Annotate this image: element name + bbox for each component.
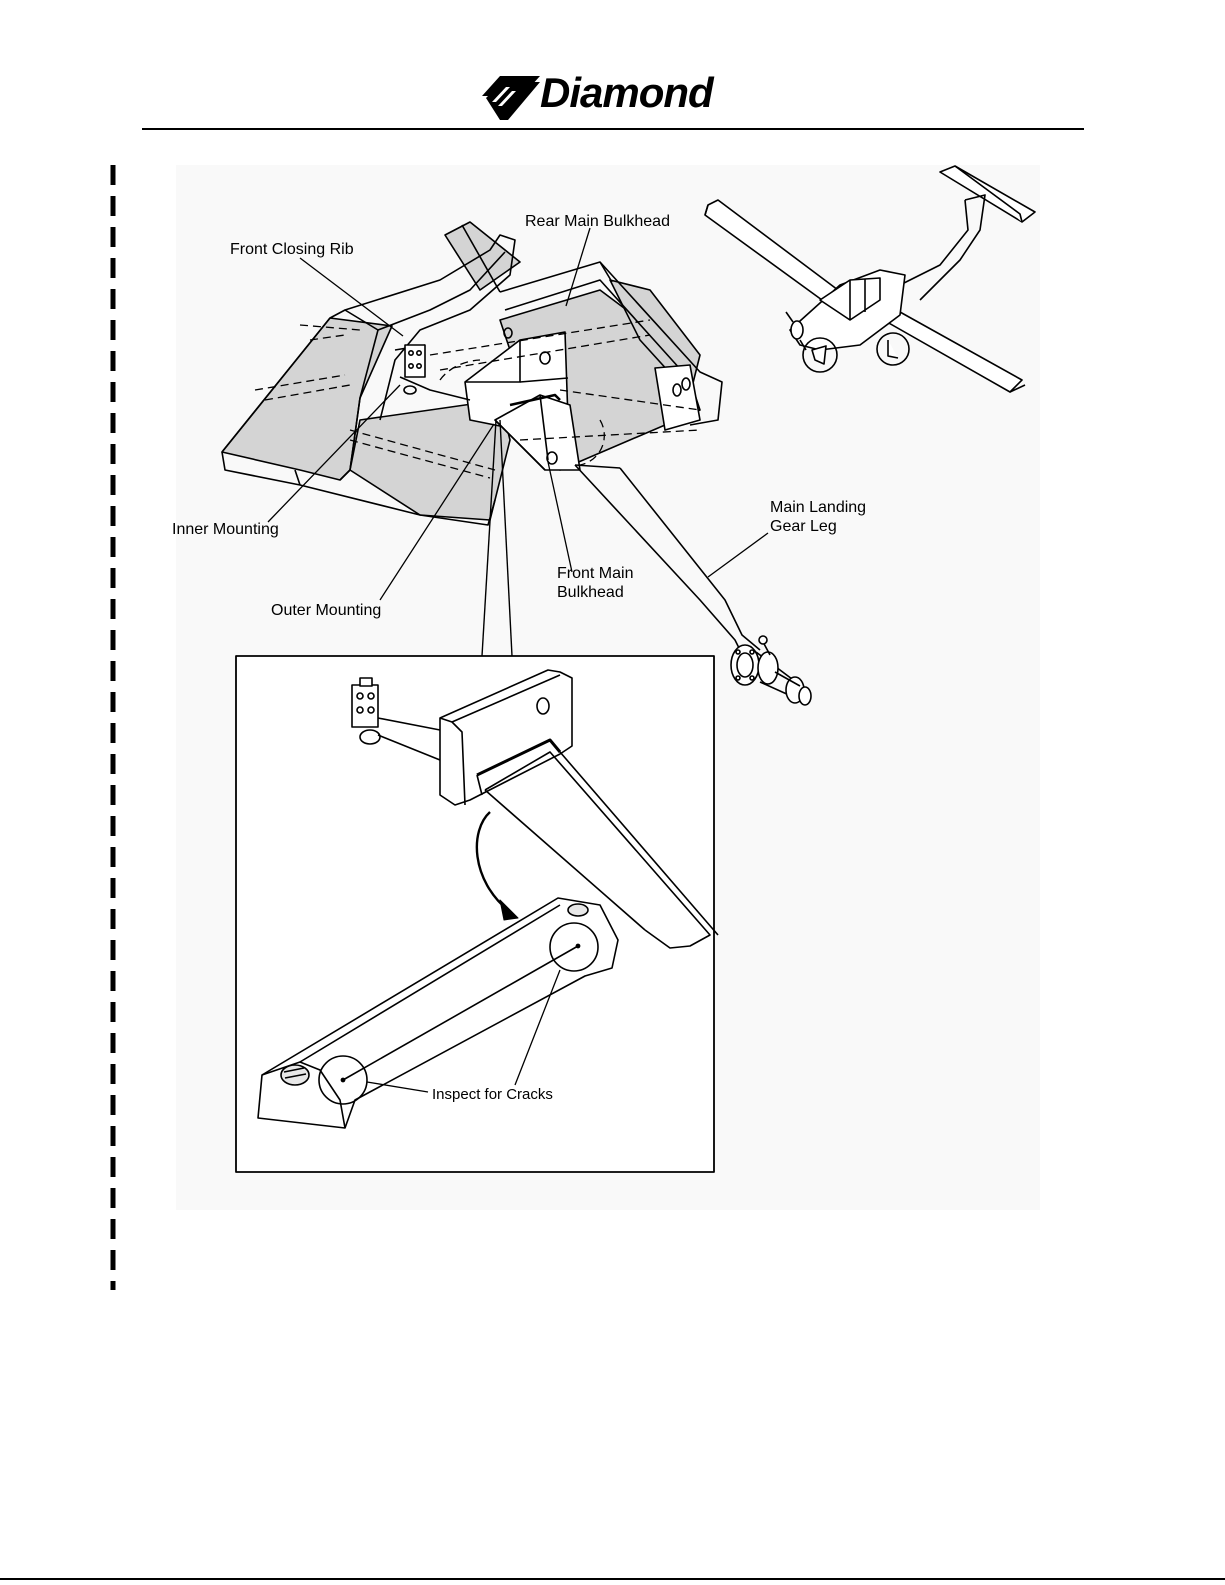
label-inner-mounting: Inner Mounting: [172, 520, 279, 539]
label-main-landing-gear-leg: Main Landing Gear Leg: [770, 498, 866, 536]
footer-divider: [0, 1578, 1225, 1580]
label-front-main-bulkhead: Front Main Bulkhead: [557, 564, 633, 602]
label-outer-mounting: Outer Mounting: [271, 601, 381, 620]
label-inspect-for-cracks: Inspect for Cracks: [432, 1085, 553, 1104]
label-rear-main-bulkhead: Rear Main Bulkhead: [525, 212, 670, 231]
label-front-closing-rib: Front Closing Rib: [230, 240, 354, 259]
